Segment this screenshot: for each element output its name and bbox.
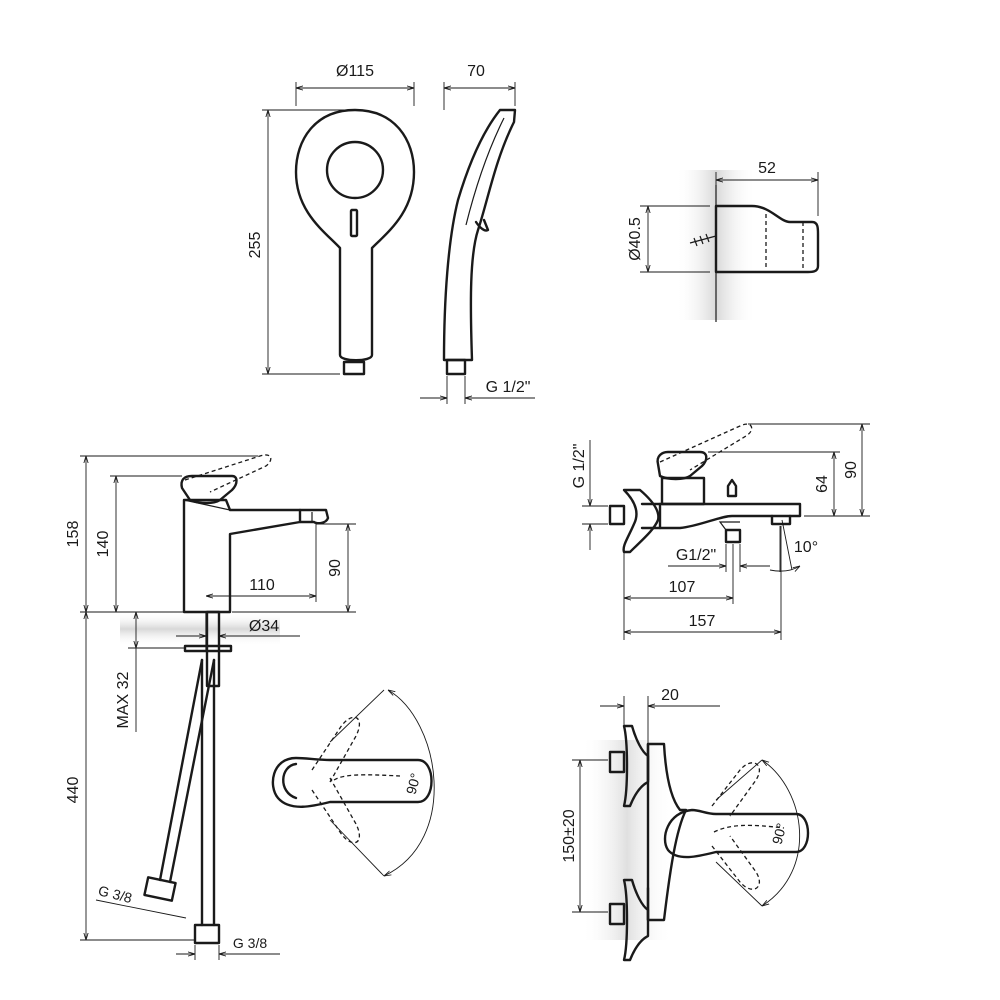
bath-front-lever-rotation-label: 90° xyxy=(769,821,790,846)
bath-mixer-front-view xyxy=(582,724,810,962)
hand-shower-length-label: 255 xyxy=(247,232,264,259)
basin-total-height-label: 158 xyxy=(65,521,82,548)
bath-mixer-side-dimensions: G 1/2" 64 90 G1/2" 10° 107 157 xyxy=(571,423,870,640)
basin-hose-thread-bottom-label: G 3/8 xyxy=(233,935,267,951)
hand-shower-thread-label: G 1/2" xyxy=(486,379,531,396)
basin-reach-label: 110 xyxy=(249,577,275,594)
basin-mixer-dimensions: 158 140 90 110 Ø34 MAX 32 440 G 3/8 xyxy=(65,455,356,960)
hand-shower-side-view xyxy=(442,108,517,376)
hand-shower-front-view xyxy=(294,108,416,376)
bath-body-height-label: 64 xyxy=(814,475,831,493)
basin-spout-height-label: 90 xyxy=(327,559,344,577)
hand-shower-dimensions: Ø115 255 xyxy=(247,63,415,375)
bath-outlet-distance-label: 107 xyxy=(669,579,696,596)
bath-mixer-front-dimensions: 20 150±20 90° xyxy=(561,687,801,913)
basin-lever-rotation-label: 90° xyxy=(403,771,424,796)
bath-outlet-thread-label: G1/2" xyxy=(676,547,716,564)
bath-inlet-thread-label: G 1/2" xyxy=(571,444,588,489)
hand-shower-side-dimensions: 70 G 1/2" xyxy=(420,63,535,404)
bath-total-height-label: 90 xyxy=(843,461,860,479)
bath-mixer-side-view xyxy=(608,423,802,554)
basin-hose-length-label: 440 xyxy=(65,777,82,804)
bath-spout-angle-label: 10° xyxy=(794,539,818,556)
basin-hose-thread-left-label: G 3/8 xyxy=(97,882,134,906)
bath-total-length-label: 157 xyxy=(689,613,716,630)
hand-shower-depth-label: 70 xyxy=(467,63,485,80)
basin-max-thickness-label: MAX 32 xyxy=(115,671,132,728)
bath-front-depth-label: 20 xyxy=(661,687,679,704)
shower-holder-view xyxy=(676,170,820,322)
basin-base-diameter-label: Ø34 xyxy=(249,618,279,635)
holder-length-label: 52 xyxy=(758,160,776,177)
bath-inlet-spacing-label: 150±20 xyxy=(561,809,578,862)
hand-shower-diameter-label: Ø115 xyxy=(336,63,374,80)
holder-diameter-label: Ø40.5 xyxy=(627,217,644,261)
shower-holder-dimensions: 52 Ø40.5 xyxy=(627,160,819,273)
basin-mixer-view xyxy=(120,454,330,945)
basin-lever-height-label: 140 xyxy=(95,531,112,558)
basin-lever-top-view: 90° xyxy=(271,690,435,876)
